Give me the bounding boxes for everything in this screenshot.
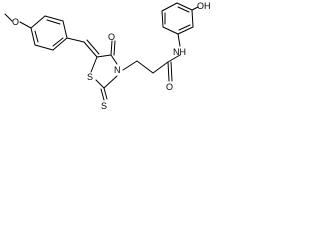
molecule-diagram: O O S N S O NH OH bbox=[4, 1, 211, 111]
bond-c2-s-double bbox=[100, 88, 105, 101]
bond-ring1-inner-2 bbox=[52, 37, 64, 47]
bond-ring2-c bbox=[161, 2, 178, 12]
atom-ring-n: N bbox=[114, 65, 121, 75]
bond-ring1-d bbox=[52, 37, 68, 51]
bond-ring2-f bbox=[177, 26, 194, 35]
bond-ring2-inner-3 bbox=[178, 24, 191, 31]
bond-ch2-ch2 bbox=[136, 60, 154, 74]
bond-nh-ring2 bbox=[177, 33, 181, 47]
bonds bbox=[4, 2, 199, 101]
bond-aryl-ch bbox=[66, 37, 85, 43]
atom-carbonyl-o: O bbox=[108, 32, 115, 42]
bond-ring1-f bbox=[30, 27, 36, 46]
bond-ring2-inner-2 bbox=[177, 6, 190, 13]
bond-ch2-co bbox=[152, 61, 169, 74]
bond-ring1-a bbox=[30, 15, 46, 29]
bond-methyl-o bbox=[4, 13, 13, 22]
bond-ring2-d bbox=[176, 2, 193, 11]
bond-ring1-e bbox=[34, 44, 54, 51]
bond-n3-ch2 bbox=[122, 60, 138, 71]
bond-ring2-a bbox=[162, 26, 179, 35]
bond-s1-c2 bbox=[95, 79, 105, 89]
bond-co-nh bbox=[167, 54, 181, 63]
atom-amide-nh: NH bbox=[173, 47, 186, 57]
bond-c5-s1 bbox=[90, 56, 98, 73]
bond-co-o bbox=[167, 61, 170, 82]
bond-c4-c5 bbox=[96, 54, 112, 58]
bond-ring1-inner-3 bbox=[34, 30, 39, 43]
bond-ch-c5-double bbox=[86, 39, 100, 55]
bond-ring2-e bbox=[191, 9, 194, 28]
bond-c2-s bbox=[103, 87, 108, 100]
bond-n3-c4 bbox=[110, 54, 118, 65]
bond-c4-o bbox=[110, 40, 113, 56]
bond-ring1-inner-1 bbox=[46, 19, 61, 25]
bond-ring1-b bbox=[44, 15, 64, 22]
bond-ring2-oh bbox=[191, 6, 199, 11]
bond-c2-n3 bbox=[103, 75, 118, 89]
atom-methoxy-o: O bbox=[12, 17, 19, 27]
atom-hydroxyl-oh: OH bbox=[197, 1, 211, 11]
atom-labels: O O S N S O NH OH bbox=[12, 1, 211, 111]
atom-thioxo-s: S bbox=[101, 101, 107, 111]
bond-ring1-c bbox=[62, 20, 68, 39]
bond-co-o-double bbox=[170, 61, 173, 82]
atom-amide-o: O bbox=[166, 82, 173, 92]
bond-c4-o-double bbox=[113, 40, 116, 56]
bond-ch-c5 bbox=[83, 41, 98, 58]
bond-o-aryl bbox=[19, 21, 32, 29]
bond-ring2-b bbox=[161, 10, 164, 28]
atom-ring-s: S bbox=[87, 72, 93, 82]
